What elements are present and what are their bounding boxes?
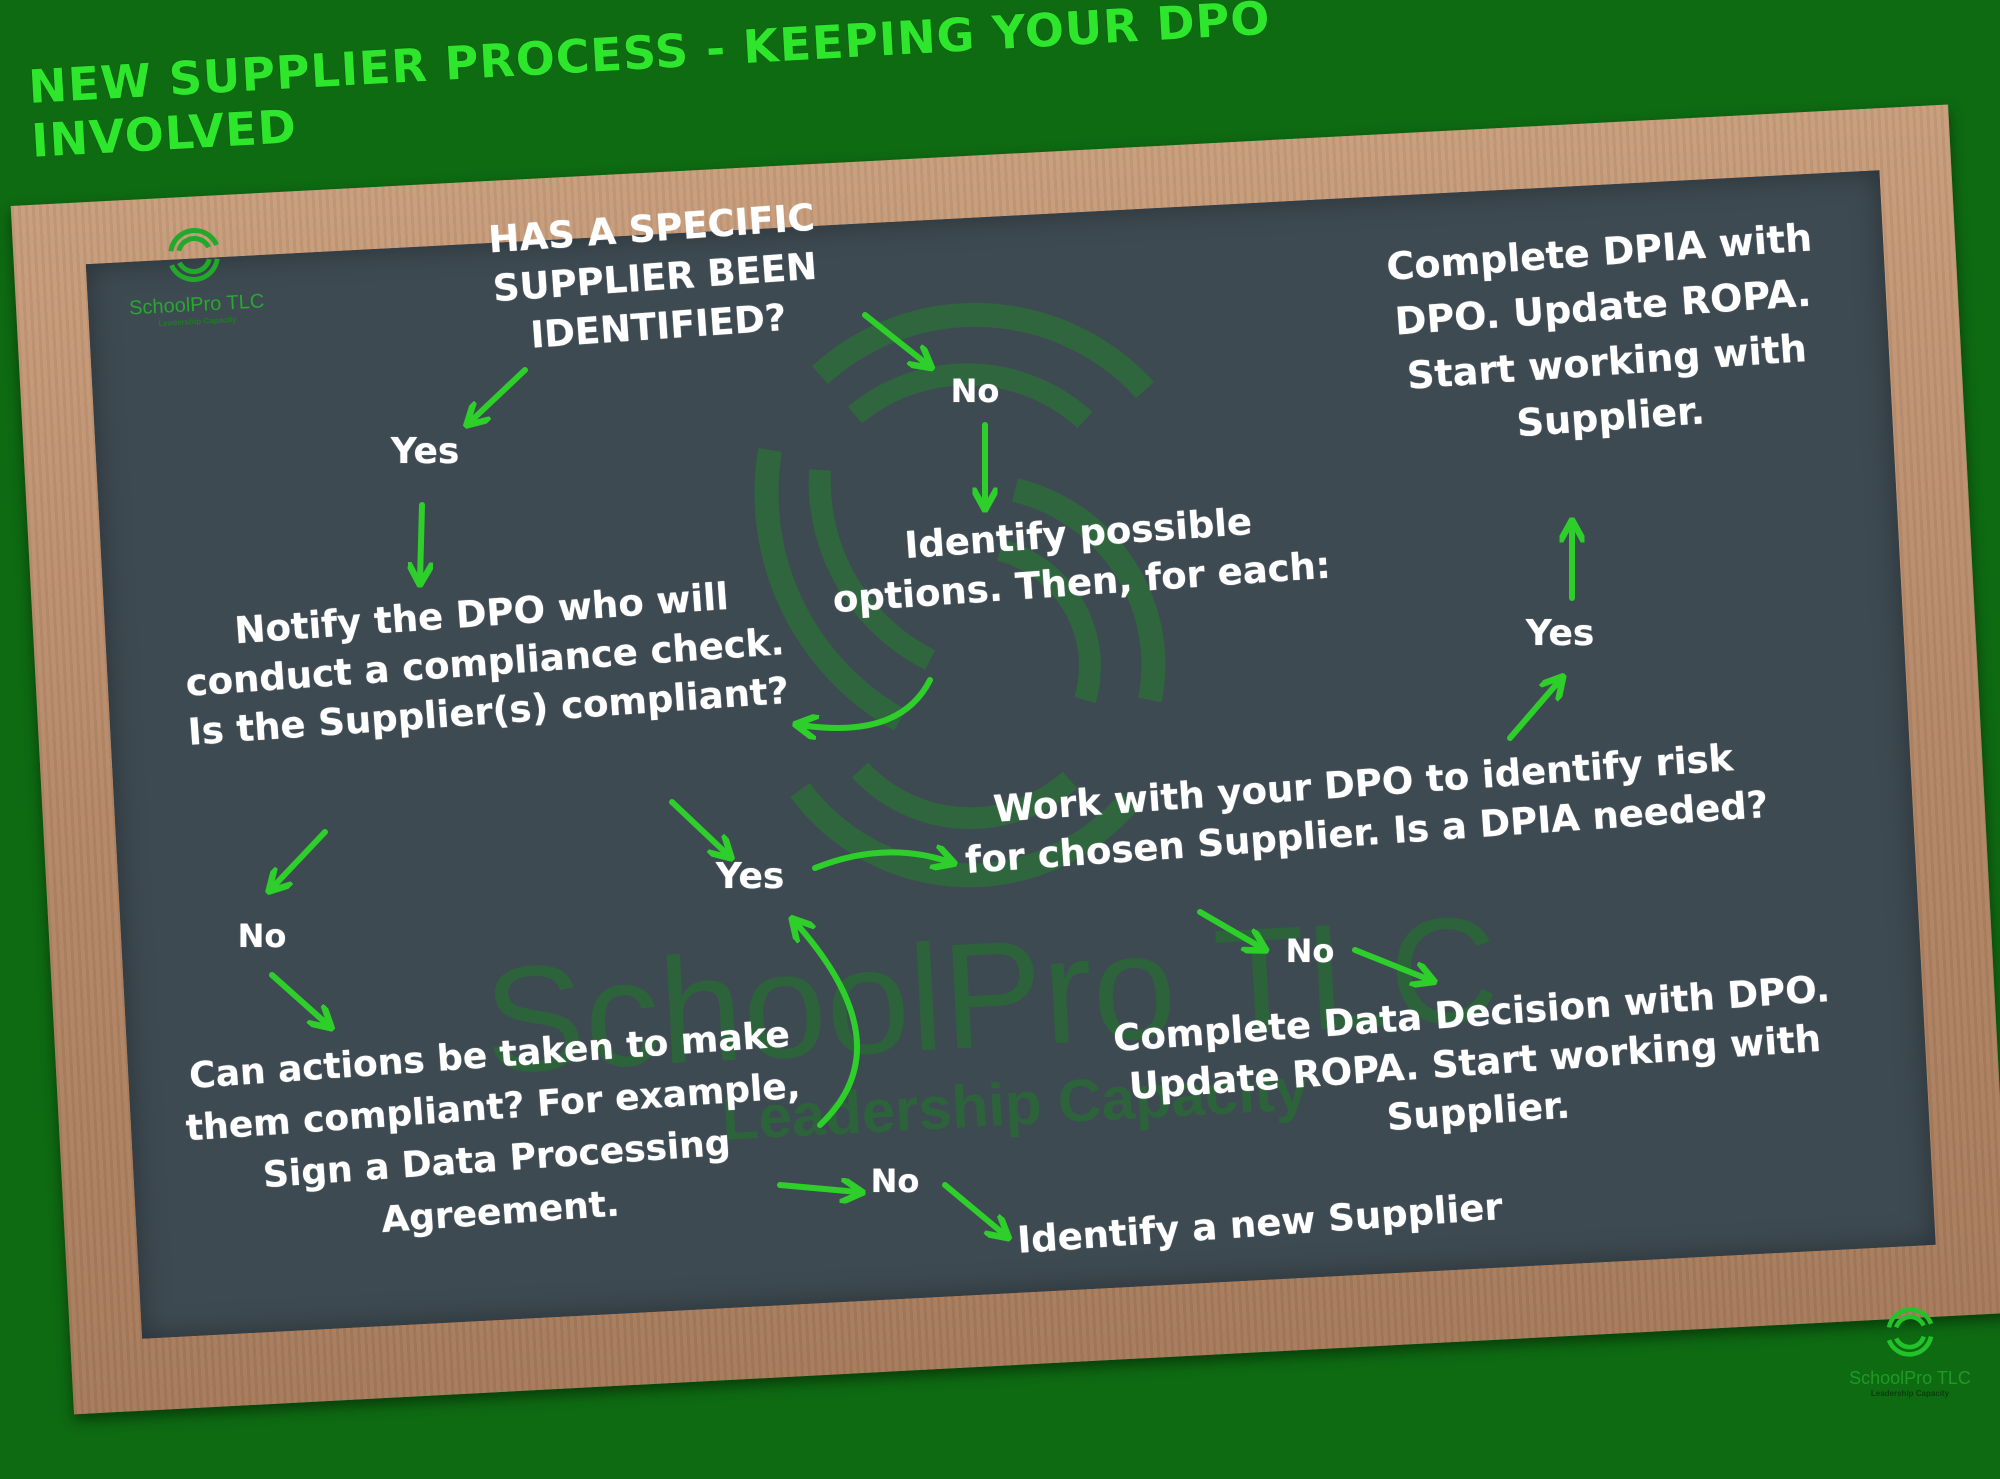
no-label-1: No [950,372,1000,410]
logo-name: SchoolPro TLC [1849,1368,1971,1388]
complete-dpia-step: Complete DPIA with DPO. Update ROPA. Sta… [1385,215,1814,446]
watermark-logo [754,302,1166,888]
yes-label-3: Yes [1525,613,1595,654]
no-label-3: No [870,1162,920,1200]
logo-icon [168,228,220,283]
can-actions-step: Can actions be taken to make them compli… [184,1014,802,1241]
no-label-2: No [237,917,287,955]
logo-bottom-right: SchoolPro TLC Leadership Capacity [1830,1300,1990,1398]
logo-tagline: Leadership Capacity [1870,1389,1950,1398]
logo-top-left: SchoolPro TLC Leadership Capacity [107,216,282,331]
yes-label-1: Yes [390,431,460,472]
no-label-4: No [1285,932,1335,970]
logo-icon [1886,1307,1934,1357]
yes-label-2: Yes [715,856,785,897]
